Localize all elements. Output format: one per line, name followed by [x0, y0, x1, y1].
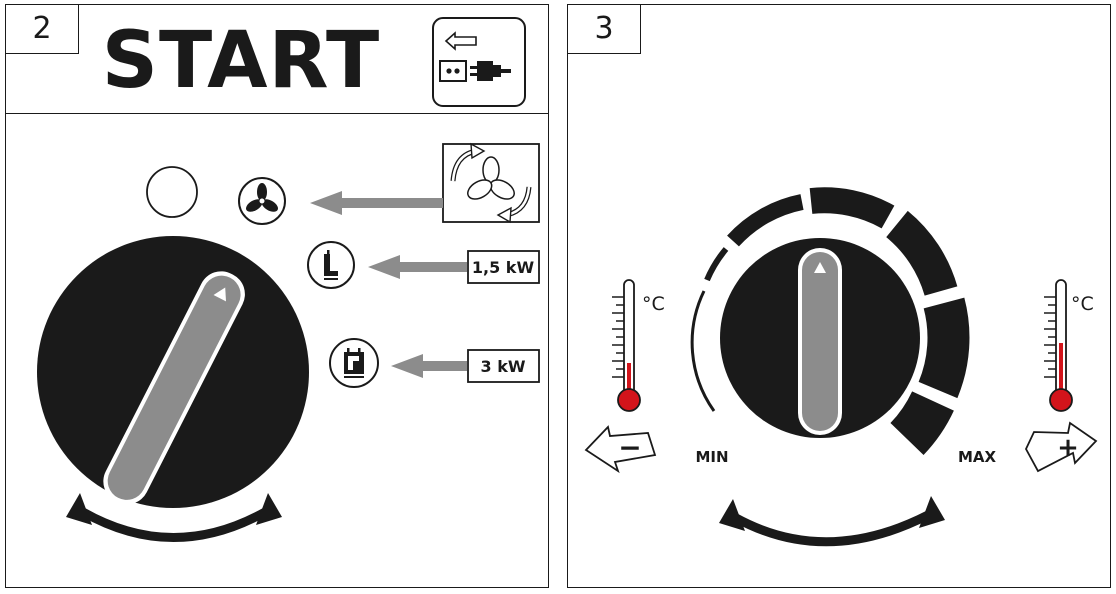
heater-half-power-icon [307, 241, 355, 289]
decrease-arrow-icon [584, 425, 657, 474]
unit-right: °C [1071, 293, 1094, 315]
arrow-full-power [391, 354, 467, 378]
arrow-half-power [368, 255, 467, 279]
step-number-3: 3 [567, 4, 641, 54]
power-label-low: 1,5 kW [472, 258, 535, 277]
min-label: MIN [695, 448, 728, 466]
thermometer-low-icon [612, 279, 641, 412]
socket-plug-icon [432, 17, 526, 107]
fan-rotation-icon [442, 142, 540, 224]
minus-sign: − [618, 431, 641, 464]
header-divider [6, 113, 548, 114]
power-label-low-box [467, 250, 540, 284]
fan-icon [238, 177, 286, 225]
panel-step-3: 3 MIN MAX [567, 4, 1111, 588]
rotation-arrow-icon [66, 493, 282, 542]
unit-left: °C [642, 293, 665, 315]
plus-sign: + [1057, 433, 1079, 463]
start-title: START [101, 16, 381, 106]
heater-full-power-icon [329, 338, 379, 388]
indicator-lamp [146, 166, 198, 218]
rotation-arrow-icon [719, 496, 945, 547]
arrow-fan [310, 191, 443, 215]
increase-arrow-icon [1024, 421, 1098, 473]
temperature-scale-arc [690, 187, 970, 455]
thermometer-high-icon [1044, 279, 1073, 412]
power-label-high: 3 kW [481, 357, 526, 376]
thermostat-knob[interactable] [720, 238, 920, 438]
power-selector-knob[interactable] [37, 236, 309, 512]
power-label-high-box [467, 349, 540, 383]
step-number-2: 2 [5, 4, 79, 54]
max-label: MAX [958, 448, 997, 466]
panel-3-illustration: MIN MAX °C − [584, 187, 1098, 547]
panel-2-illustration: 1,5 kW 3 kW [37, 17, 540, 542]
panel-step-2: 2 START [5, 4, 549, 588]
